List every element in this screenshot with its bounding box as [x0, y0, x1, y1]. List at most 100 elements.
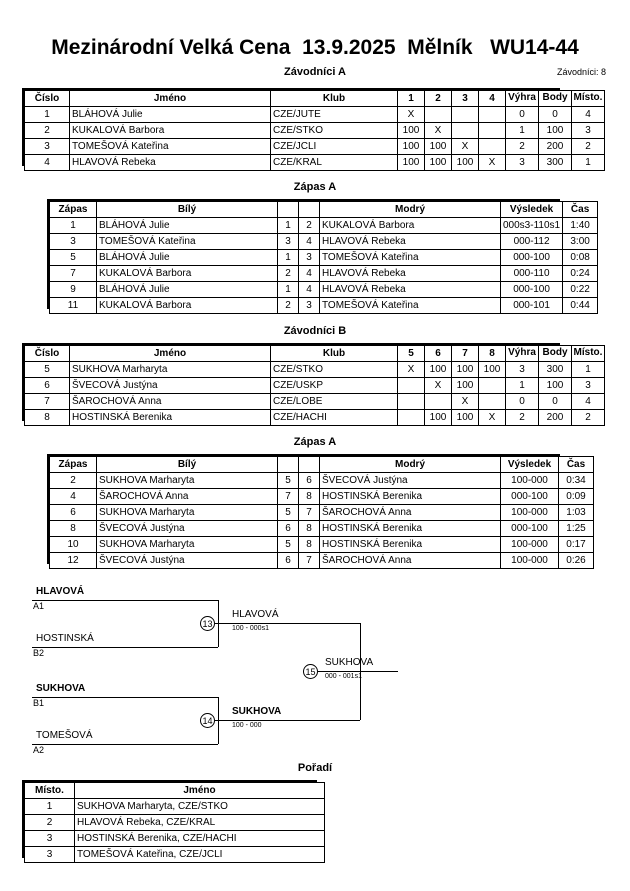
cell-jmeno: BLÁHOVÁ Julie [69, 106, 271, 123]
pool-a-header-row: Číslo Jméno Klub 1 2 3 4 Výhra Body Míst… [24, 90, 605, 107]
cell-cislo: 7 [24, 393, 70, 410]
cell-zapas: 9 [49, 281, 97, 298]
matches-a-header-row: Zápas Bílý Modrý Výsledek Čas [49, 201, 599, 218]
col-vysledek: Výsledek [500, 456, 559, 473]
cell-modry: HOSTINSKÁ Berenika [319, 488, 501, 505]
cell-modry: ŠAROCHOVÁ Anna [319, 552, 501, 569]
cell-cas: 0:26 [558, 552, 594, 569]
cell-result-0 [397, 377, 425, 394]
col-vysledek: Výsledek [499, 201, 564, 218]
cell-result-0 [397, 409, 425, 426]
cell-result-2: 100 [451, 377, 479, 394]
cell-vyhra: 1 [505, 122, 539, 139]
bracket-semifinal-winner: SUKHOVA [232, 706, 282, 717]
bracket-line [32, 600, 218, 601]
cell-cas: 0:17 [558, 536, 594, 553]
cell-bily: KUKALOVÁ Barbora [96, 297, 278, 314]
col-opp-3: 3 [451, 90, 479, 107]
col-cas: Čas [558, 456, 594, 473]
cell-result-2 [451, 106, 479, 123]
knockout-bracket: HLAVOVÁ A1 HOSTINSKÁ B2 13 HLAVOVÁ 100 -… [0, 575, 630, 765]
bracket-entry-seed: B1 [33, 698, 45, 708]
cell-modry: ŠAROCHOVÁ Anna [319, 504, 501, 521]
cell-n2: 8 [298, 488, 320, 505]
bracket-match-node-13: 13 [200, 616, 215, 631]
pool-a-table: Číslo Jméno Klub 1 2 3 4 Výhra Body Míst… [24, 90, 605, 171]
cell-n2: 4 [298, 233, 320, 250]
cell-result-3: X [478, 154, 506, 171]
col-modry: Modrý [319, 456, 501, 473]
standings-header-row: Místo. Jméno [24, 782, 325, 799]
cell-modry: HLAVOVÁ Rebeka [319, 233, 501, 250]
cell-result-2: X [451, 138, 479, 155]
bracket-match-node-15: 15 [303, 664, 318, 679]
cell-n1: 5 [277, 472, 299, 489]
cell-klub: CZE/STKO [270, 361, 398, 378]
col-n1 [277, 201, 299, 218]
cell-n2: 8 [298, 536, 320, 553]
cell-result-1: 100 [424, 409, 452, 426]
cell-n2: 8 [298, 520, 320, 537]
bracket-entry-seed: A1 [33, 601, 45, 611]
cell-result-3 [478, 138, 506, 155]
cell-n1: 3 [277, 233, 299, 250]
cell-result-2: 100 [451, 154, 479, 171]
bracket-line [215, 720, 360, 721]
cell-bily: ŠAROCHOVÁ Anna [96, 488, 278, 505]
cell-klub: CZE/HACHI [270, 409, 398, 426]
col-vyhra: Výhra [505, 345, 539, 362]
cell-bily: ŠVECOVÁ Justýna [96, 552, 278, 569]
cell-zapas: 11 [49, 297, 97, 314]
cell-n1: 1 [277, 249, 299, 266]
cell-cislo: 1 [24, 106, 70, 123]
cell-n1: 7 [277, 488, 299, 505]
cell-vyhra: 2 [505, 138, 539, 155]
cell-result-1 [424, 393, 452, 410]
cell-cas: 0:22 [562, 281, 599, 298]
cell-zapas: 4 [49, 488, 97, 505]
col-misto: Místo. [571, 90, 605, 107]
cell-bily: ŠVECOVÁ Justýna [96, 520, 278, 537]
cell-body: 200 [538, 409, 572, 426]
cell-n1: 5 [277, 504, 299, 521]
cell-vyhra: 2 [505, 409, 539, 426]
entrants-count: Závodníci: 8 [556, 67, 606, 77]
cell-klub: CZE/LOBE [270, 393, 398, 410]
col-jmeno: Jméno [74, 782, 325, 799]
cell-cislo: 3 [24, 138, 70, 155]
bracket-entry-name: HOSTINSKÁ [36, 633, 94, 644]
bracket-semifinal-score: 100 - 000s1 [232, 625, 269, 632]
cell-cas: 0:44 [562, 297, 599, 314]
cell-zapas: 1 [49, 217, 97, 234]
cell-cas: 1:25 [558, 520, 594, 537]
bracket-semifinal-score: 100 - 000 [232, 722, 262, 729]
col-opp-4: 4 [478, 90, 506, 107]
cell-cas: 3:00 [562, 233, 599, 250]
cell-result-1 [424, 106, 452, 123]
cell-body: 200 [538, 138, 572, 155]
cell-klub: CZE/KRAL [270, 154, 398, 171]
col-n2 [298, 456, 320, 473]
cell-misto: 1 [571, 154, 605, 171]
cell-n1: 2 [277, 297, 299, 314]
cell-vysledek: 000-112 [499, 233, 564, 250]
cell-vysledek: 000-100 [499, 249, 564, 266]
cell-misto: 4 [571, 393, 605, 410]
cell-bily: BLÁHOVÁ Julie [96, 281, 278, 298]
cell-vysledek: 000-110 [499, 265, 564, 282]
col-body: Body [538, 345, 572, 362]
